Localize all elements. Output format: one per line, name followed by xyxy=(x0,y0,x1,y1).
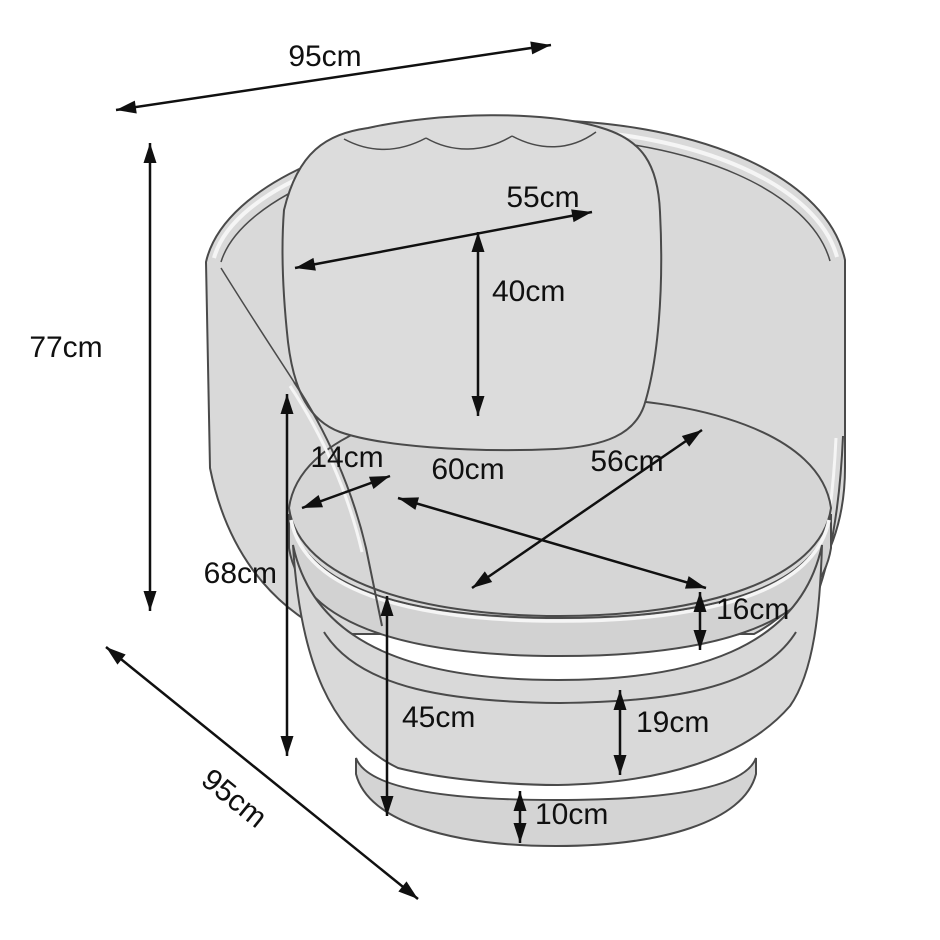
pillow-top-creases xyxy=(343,131,597,151)
dim-arrow-overall-depth xyxy=(105,646,419,900)
dim-label-seat-height: 45cm xyxy=(402,701,475,734)
dim-label-seat-cushion-thickness: 16cm xyxy=(716,593,789,626)
dim-label-plinth-height: 10cm xyxy=(535,798,608,831)
dim-label-overall-height: 77cm xyxy=(29,331,102,364)
dim-label-base-band-height: 19cm xyxy=(636,706,709,739)
dim-arrow-seat-depth xyxy=(471,428,703,590)
dim-label-arm-height: 68cm xyxy=(204,557,277,590)
seat-piping xyxy=(289,519,831,623)
dim-label-arm-thickness: 14cm xyxy=(310,441,383,474)
left-arm-piping xyxy=(288,385,364,553)
dim-label-overall-width: 95cm xyxy=(288,40,361,73)
dim-arrow-back-cushion-width xyxy=(294,209,593,271)
dim-arrow-overall-width xyxy=(115,41,552,114)
left-arm-inner-line xyxy=(220,267,295,383)
dimension-arrows xyxy=(105,41,707,900)
left-arm-front-edge xyxy=(293,381,383,627)
dim-label-back-cushion-width: 55cm xyxy=(506,181,579,214)
dim-label-back-cushion-height: 40cm xyxy=(492,275,565,308)
dim-label-seat-width: 60cm xyxy=(431,453,504,486)
dim-arrow-arm-thickness xyxy=(301,474,391,510)
dimension-labels: 95cm 77cm 95cm 55cm 40cm 14cm 60cm 56cm … xyxy=(29,40,789,835)
back-pillow xyxy=(281,114,663,452)
plinth-base xyxy=(355,757,757,848)
dim-label-seat-depth: 56cm xyxy=(590,445,663,478)
